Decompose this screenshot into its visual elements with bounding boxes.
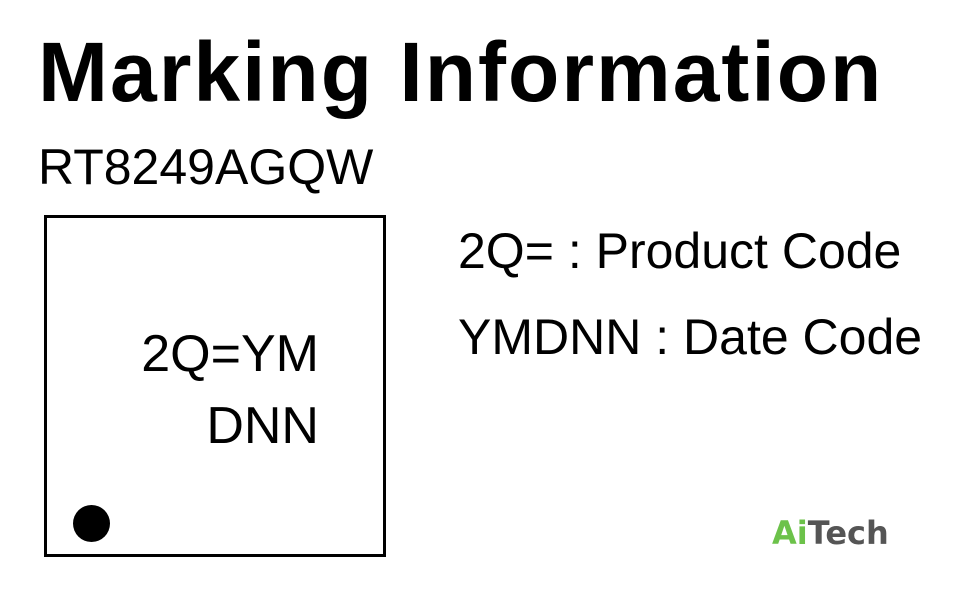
chip-marking-line-1: 2Q=YM: [141, 325, 319, 383]
pin1-indicator-dot: [73, 505, 110, 542]
legend-key: 2Q=: [458, 223, 554, 279]
chip-package-outline: 2Q=YM DNN: [44, 215, 386, 557]
chip-marking-line-2: DNN: [206, 397, 319, 455]
legend-row-date-code: YMDNN : Date Code: [458, 312, 922, 362]
aitech-logo: AiTech: [772, 517, 889, 549]
legend-key: YMDNN: [458, 309, 642, 365]
legend-row-product-code: 2Q= : Product Code: [458, 226, 901, 276]
legend-separator: :: [655, 309, 670, 365]
page-title: Marking Information: [38, 25, 884, 119]
legend-description: Product Code: [595, 223, 902, 279]
part-number: RT8249AGQW: [38, 139, 374, 195]
legend-separator: :: [567, 223, 582, 279]
legend-description: Date Code: [683, 309, 923, 365]
logo-part-tech: Tech: [807, 514, 889, 552]
logo-part-ai: Ai: [772, 514, 808, 552]
